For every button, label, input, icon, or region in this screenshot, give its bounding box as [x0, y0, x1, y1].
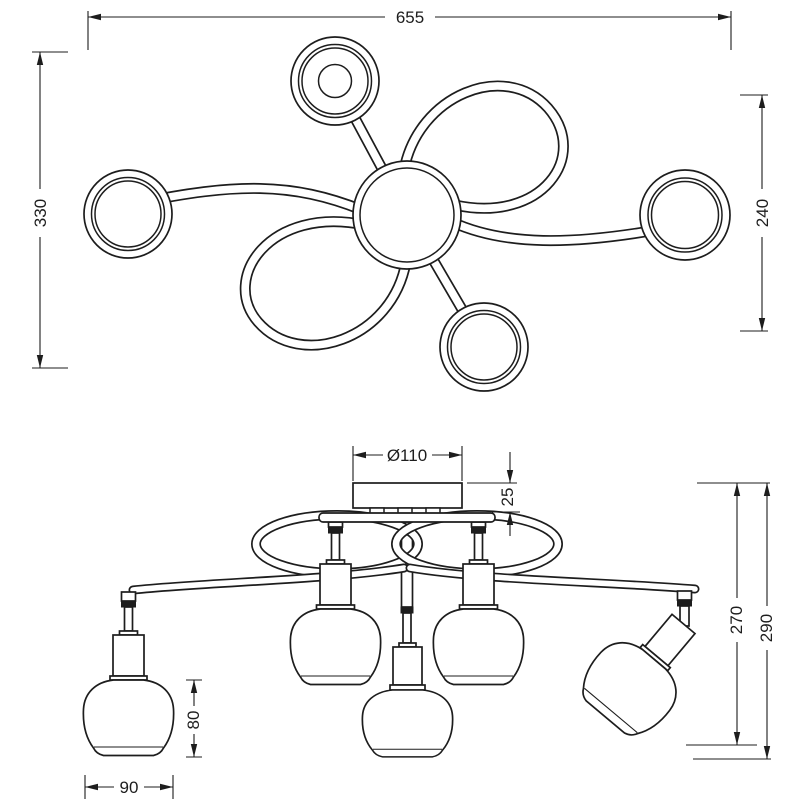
- top-view: 655 330 240: [30, 7, 772, 392]
- canopy-front: [352, 482, 463, 515]
- lamp-head-right: [639, 169, 731, 261]
- stem-mid-right-upper: [470, 521, 487, 561]
- dim-label-240: 240: [753, 199, 772, 227]
- front-arm-right: [405, 563, 700, 594]
- arm-left: [132, 182, 368, 216]
- dim-canopy-height: 25: [467, 452, 520, 536]
- canopy-plan: [352, 160, 462, 270]
- spot-center: [361, 606, 454, 758]
- lamp-head-top: [290, 36, 380, 126]
- dim-label-25: 25: [498, 488, 517, 507]
- lamp-head-left: [83, 169, 173, 259]
- dim-top-height: 330: [30, 51, 68, 369]
- dim-shade-height: 80: [184, 679, 204, 758]
- glass-shade: [82, 679, 175, 757]
- dim-top-width: 655: [87, 7, 732, 50]
- dim-canopy-diameter: Ø110: [352, 446, 463, 481]
- spot-mid-right: [432, 559, 525, 686]
- spot-mid-left: [289, 559, 382, 686]
- front-arm-left: [128, 563, 409, 595]
- lamp-head-bottom: [439, 302, 529, 392]
- swirl-loop-lower: [239, 216, 412, 351]
- stem-mid-left-upper: [327, 521, 344, 561]
- arm-right: [446, 216, 668, 247]
- spot-far-left: [82, 591, 175, 757]
- dim-label-270: 270: [727, 606, 746, 634]
- spot-far-right: [582, 590, 697, 736]
- glass-shade: [289, 608, 382, 686]
- front-view: Ø110 25 270 290 80: [82, 446, 777, 799]
- dim-top-right: 240: [740, 94, 772, 332]
- glass-shade: [432, 608, 525, 686]
- glass-shade: [582, 642, 677, 736]
- swirl-loop-upper: [398, 80, 569, 214]
- dim-label-655: 655: [396, 8, 424, 27]
- dim-label-330: 330: [31, 199, 50, 227]
- dim-label-80: 80: [184, 711, 203, 730]
- dim-label-290: 290: [757, 614, 776, 642]
- dim-drop-heights: 270 290: [686, 482, 777, 760]
- dim-label-90: 90: [120, 778, 139, 797]
- glass-shade: [361, 689, 454, 758]
- mounting-bar: [318, 512, 496, 523]
- dim-label-canopy-diameter: Ø110: [387, 446, 427, 465]
- dim-shade-diameter: 90: [84, 775, 174, 799]
